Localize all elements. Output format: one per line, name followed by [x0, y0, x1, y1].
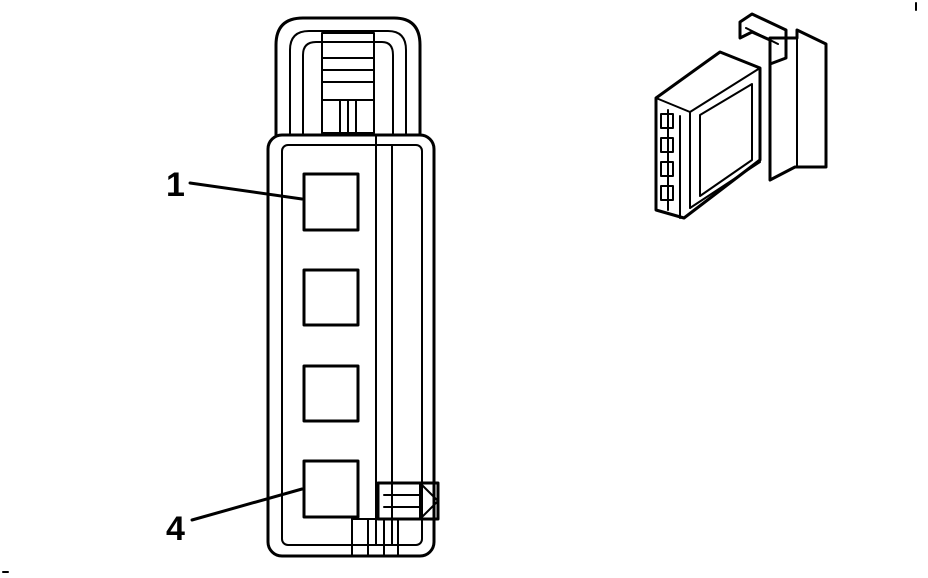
iso-cavity-4 [660, 185, 674, 201]
iso-cavity-3 [660, 161, 674, 177]
connector-body [266, 133, 436, 558]
callout-pin-1: 1 [166, 166, 304, 204]
callout-label-4: 4 [166, 510, 185, 548]
callout-label-1: 1 [166, 166, 185, 204]
locking-latch [274, 16, 422, 137]
terminal-cavity-2 [302, 268, 360, 327]
leader-line-1 [188, 181, 304, 201]
keying-tab [351, 481, 440, 557]
connector-face-view: 1 4 [166, 16, 440, 558]
leader-line-4 [190, 487, 304, 522]
terminal-cavity-3 [302, 364, 360, 423]
terminal-cavities [302, 172, 360, 519]
terminal-cavity-1 [302, 172, 360, 232]
iso-cavity-1 [660, 113, 674, 129]
connector-isometric-view [654, 12, 828, 220]
callout-pin-4: 4 [166, 487, 304, 548]
iso-cavity-2 [660, 137, 674, 153]
terminal-cavity-4 [302, 459, 360, 519]
